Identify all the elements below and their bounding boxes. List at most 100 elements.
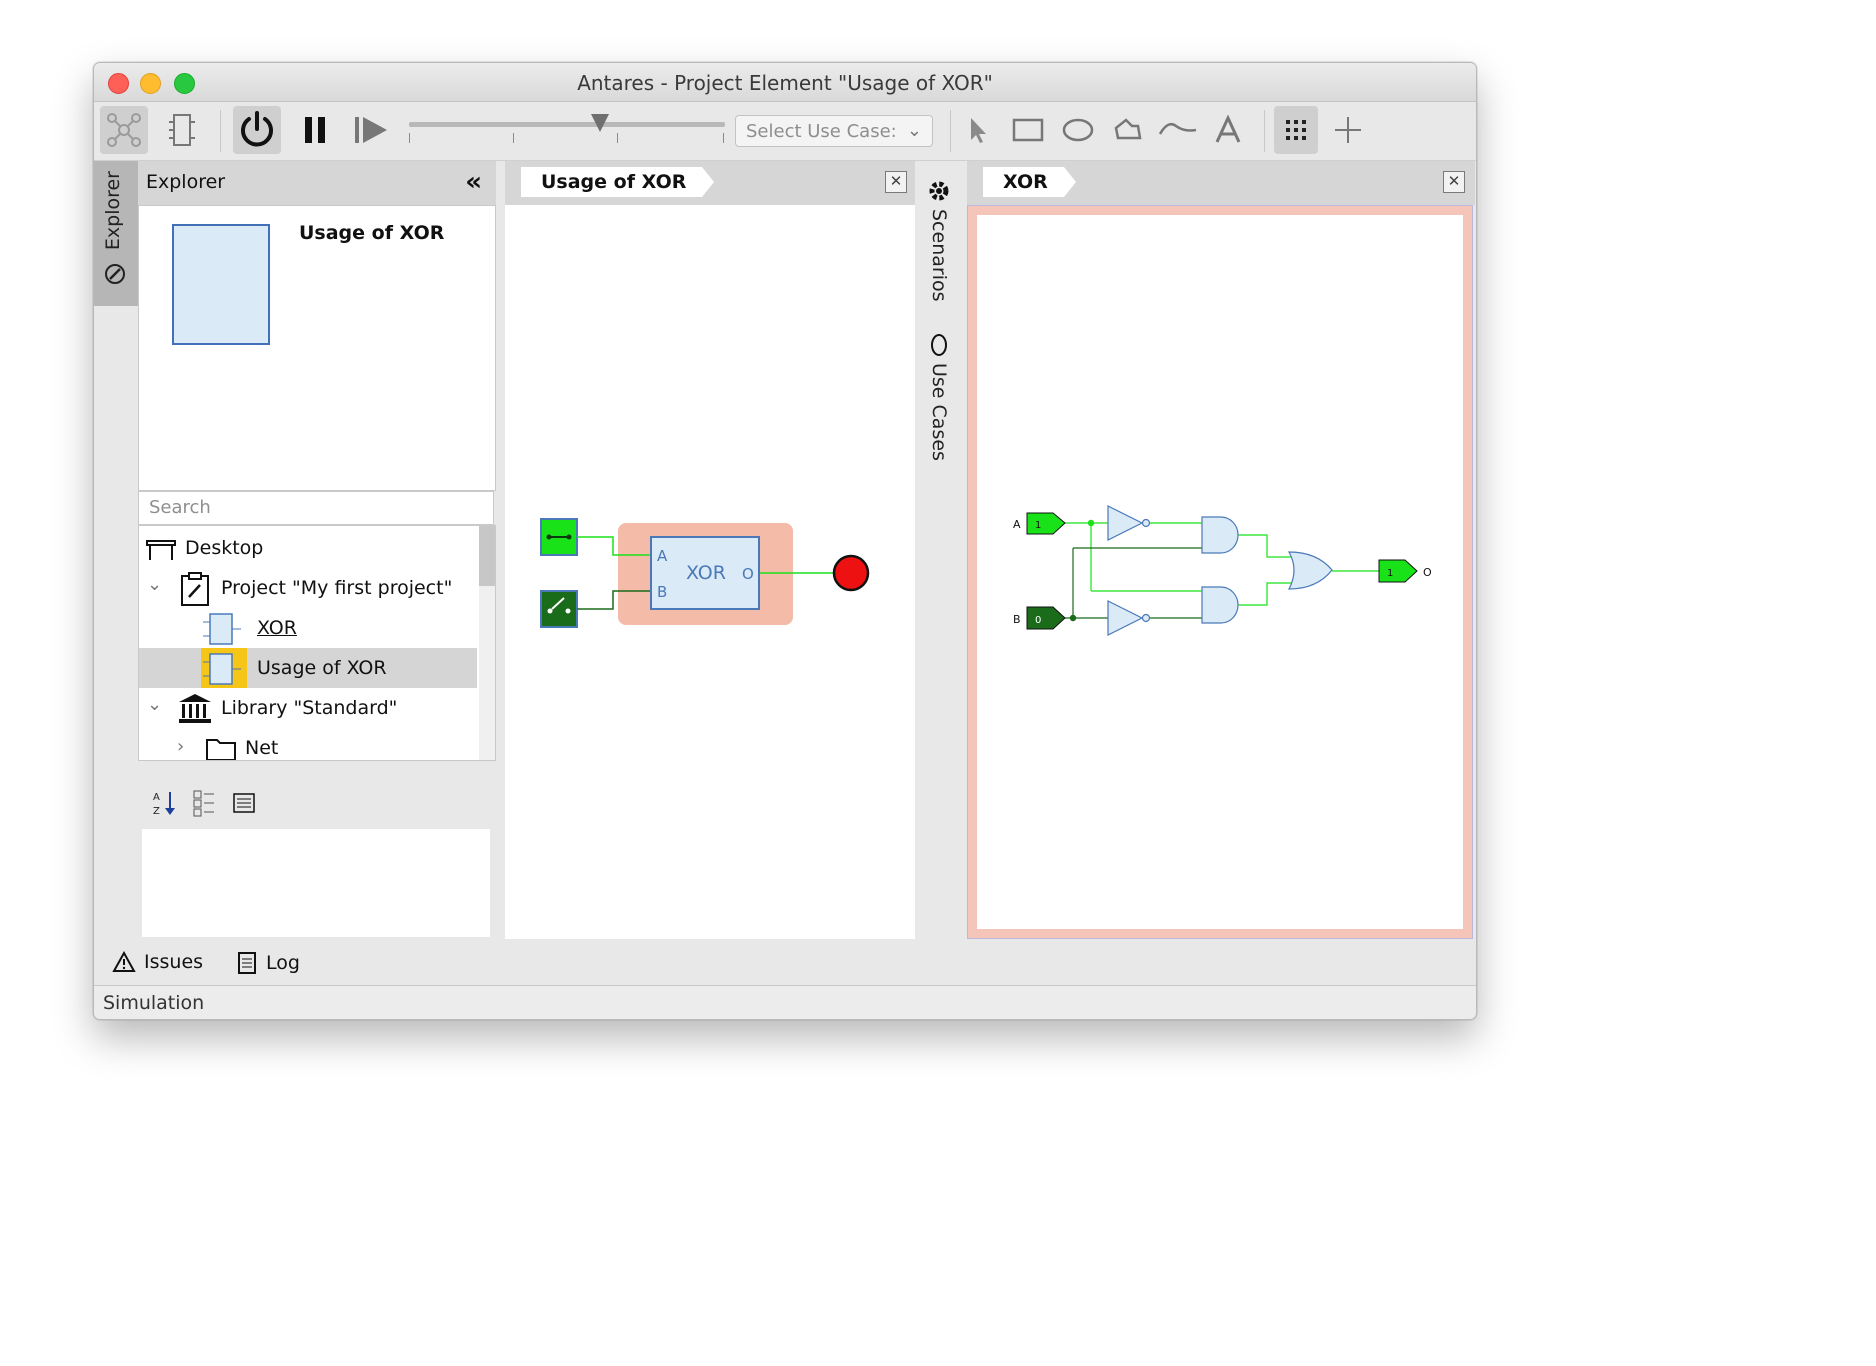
rectangle-tool-button[interactable]: [1004, 106, 1052, 154]
polygon-icon: [1114, 118, 1142, 140]
tab-log-label: Log: [266, 952, 300, 974]
component-icon: [203, 613, 241, 645]
pause-icon: [305, 117, 325, 143]
editor-xor: XOR ✕: [967, 161, 1475, 943]
tab-usage-of-xor[interactable]: Usage of XOR: [521, 167, 715, 197]
element-preview: Usage of XOR: [138, 205, 496, 491]
tree-item-net[interactable]: › Net: [139, 728, 477, 760]
input-a-pin: [1026, 512, 1066, 535]
tab-issues[interactable]: Issues: [112, 951, 203, 973]
chevron-right-icon[interactable]: ›: [177, 736, 185, 757]
or-gate: [1287, 551, 1333, 590]
close-tab-button[interactable]: ✕: [885, 171, 907, 193]
editor-tab-bar: Usage of XOR ✕: [505, 161, 915, 205]
slider-tick: [723, 133, 724, 143]
component-icon: [203, 653, 241, 685]
xor-block: [650, 536, 760, 610]
tree-item-xor[interactable]: XOR: [139, 608, 477, 648]
pin-b-label: B: [657, 583, 667, 601]
network-view-button[interactable]: [100, 106, 148, 154]
tree-item-label: Usage of XOR: [257, 657, 387, 679]
window-title: Antares - Project Element "Usage of XOR": [577, 71, 993, 95]
close-window-button[interactable]: [108, 73, 129, 94]
list-view-icon[interactable]: [232, 791, 256, 815]
select-tool-button[interactable]: [954, 106, 1002, 154]
ellipse-tool-button[interactable]: [1054, 106, 1102, 154]
preview-title: Usage of XOR: [299, 222, 445, 244]
slider-tick: [409, 133, 410, 143]
library-icon: [179, 694, 211, 723]
tree-item-label: Desktop: [185, 537, 264, 559]
pin-a-label: A: [657, 547, 668, 565]
chevron-down-icon[interactable]: ⌄: [147, 694, 163, 715]
use-case-icon: [931, 334, 947, 356]
tree-item-label: Net: [245, 737, 279, 759]
speed-slider-track[interactable]: [409, 122, 725, 127]
input-b-pin: [1026, 606, 1066, 630]
bottom-tab-bar: Issues Log: [94, 943, 1476, 987]
log-icon: [238, 952, 256, 974]
svg-text:A: A: [153, 792, 160, 803]
input-a-label: A: [1013, 518, 1021, 531]
tree-item-desktop[interactable]: Desktop: [139, 528, 477, 568]
circuit-canvas[interactable]: A B XOR O: [505, 205, 915, 939]
toolbar-separator: [1264, 110, 1265, 152]
wire-low: [577, 590, 651, 610]
collapse-panel-icon[interactable]: «: [465, 167, 482, 197]
close-tab-button[interactable]: ✕: [1443, 171, 1465, 193]
circuit-canvas-frame: 1 A 0 B: [967, 205, 1473, 939]
chevron-down-icon[interactable]: ⌄: [147, 574, 163, 595]
tree-scrollbar[interactable]: [479, 526, 495, 760]
slider-tick: [617, 133, 618, 143]
toolbar: Select Use Case: ⌄: [94, 102, 1476, 161]
tab-use-cases-label: Use Cases: [928, 363, 950, 461]
tab-log[interactable]: Log: [236, 951, 300, 975]
maximize-window-button[interactable]: [174, 73, 195, 94]
editor-tab-bar: XOR ✕: [967, 161, 1475, 205]
tree-item-project[interactable]: ⌄ Project "My first project": [139, 568, 477, 608]
search-input[interactable]: Search: [138, 491, 494, 525]
tree-scrollbar-thumb[interactable]: [479, 526, 495, 586]
folder-icon: [206, 739, 236, 760]
minimize-window-button[interactable]: [140, 73, 161, 94]
component-view-button[interactable]: [158, 106, 206, 154]
text-tool-button[interactable]: [1204, 106, 1252, 154]
properties-panel: [142, 829, 490, 937]
toolbar-separator: [950, 110, 951, 152]
tab-use-cases[interactable]: Use Cases: [928, 363, 950, 461]
project-tree[interactable]: Desktop ⌄ Project "My first project" XOR: [138, 525, 496, 761]
tree-item-usage-of-xor[interactable]: Usage of XOR: [139, 648, 477, 688]
power-button[interactable]: [233, 106, 281, 154]
curve-tool-button[interactable]: [1154, 106, 1202, 154]
pause-button[interactable]: [291, 106, 339, 154]
step-icon: [355, 117, 387, 143]
crosshair-icon: [1335, 117, 1361, 143]
step-button[interactable]: [347, 106, 395, 154]
tree-item-label: Library "Standard": [221, 697, 398, 719]
clipboard-icon: [181, 572, 209, 606]
grid-toggle-button[interactable]: [1274, 106, 1318, 154]
explorer-side-tab[interactable]: Explorer: [94, 161, 138, 306]
warning-icon: [112, 951, 136, 972]
speed-slider-thumb[interactable]: [591, 114, 609, 132]
tab-xor[interactable]: XOR: [983, 167, 1076, 197]
use-case-select[interactable]: Select Use Case: ⌄: [735, 115, 933, 147]
desk-icon: [146, 540, 176, 560]
tab-scenarios[interactable]: Scenarios: [928, 209, 950, 302]
sort-alpha-icon[interactable]: A Z: [152, 789, 178, 817]
component-icon: [169, 114, 195, 146]
output-value: 1: [1387, 568, 1393, 579]
wires-low: [1065, 547, 1202, 619]
preview-thumbnail: [172, 224, 270, 345]
polygon-tool-button[interactable]: [1104, 106, 1152, 154]
gear-icon: [929, 181, 949, 201]
crosshair-button[interactable]: [1324, 106, 1372, 154]
grid-icon: [1286, 120, 1306, 140]
compass-icon: [105, 264, 125, 284]
xor-circuit: 1 A 0 B: [1013, 505, 1432, 636]
categorize-icon[interactable]: [192, 789, 216, 817]
circuit-canvas[interactable]: 1 A 0 B: [977, 215, 1463, 929]
tree-item-label: XOR: [257, 617, 297, 639]
tree-item-library[interactable]: ⌄ Library "Standard": [139, 688, 477, 728]
app-window: Antares - Project Element "Usage of XOR": [93, 62, 1477, 1020]
